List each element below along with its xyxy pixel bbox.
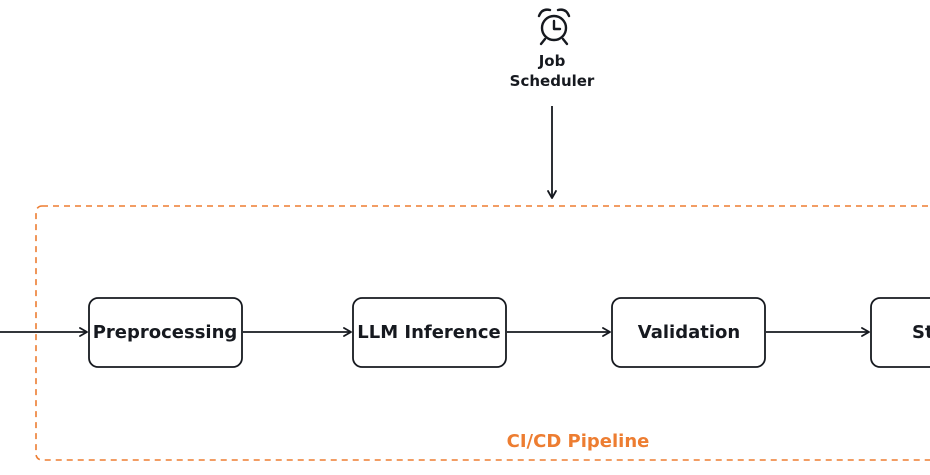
preprocessing-label: Preprocessing	[93, 322, 238, 343]
llm-inference-label: LLM Inference	[357, 322, 500, 343]
ci-cd-pipeline-label: CI/CD Pipeline	[507, 431, 650, 452]
validation-node	[611, 297, 766, 368]
validation-label: Validation	[638, 322, 740, 343]
job-scheduler-label-line2: Scheduler	[510, 72, 595, 90]
ci-cd-pipeline-container	[35, 205, 930, 461]
storage-node	[870, 297, 930, 368]
storage-label: St	[912, 322, 930, 343]
llm-inference-node	[352, 297, 507, 368]
job-scheduler-label-line1: Job	[538, 52, 566, 70]
preprocessing-node	[88, 297, 243, 368]
alarm-clock-icon	[537, 8, 571, 46]
